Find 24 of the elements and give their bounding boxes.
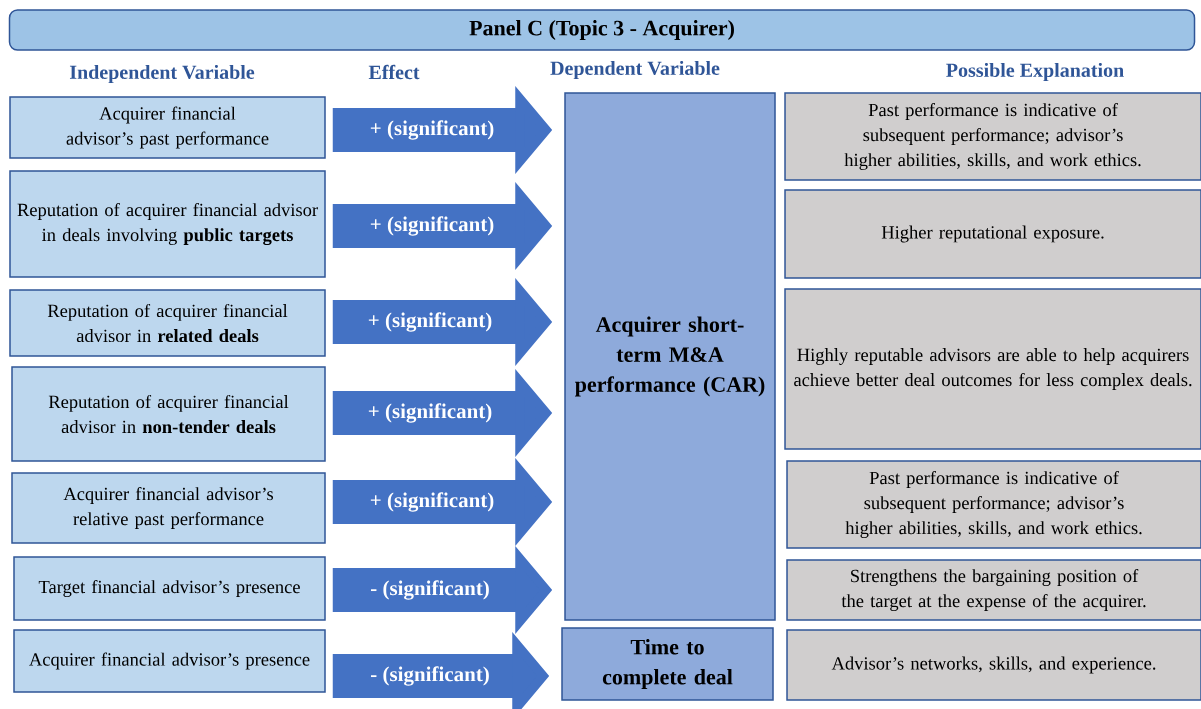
explanation-box: Past performance is indicative of subsequent performance; advisor’s higher abilities, skills, and work ethics. — [786, 460, 1201, 549]
edge-label: + (significant) — [370, 216, 494, 236]
title-band: Panel C (Topic 3 - Acquirer) — [8, 9, 1196, 51]
variable-box: Reputation of acquirer financial advisor in non-tender deals — [11, 366, 326, 462]
explanation-box: Highly reputable advisors are able to help acquirers achieve better deal outcomes for less complex deals. — [784, 288, 1201, 450]
variable-box: Acquirer financial advisor’s relative past performance — [11, 472, 326, 544]
dependent-variable-box: Acquirer short-term M&A performance (CAR) — [564, 92, 776, 621]
variable-box: Acquirer financial advisor’s past performance — [9, 96, 326, 159]
variable-box: Reputation of acquirer financial advisor in related deals — [9, 289, 326, 357]
explanation-box: Higher reputational exposure. — [784, 189, 1201, 279]
column-heading: Effect — [368, 64, 420, 80]
explanation-box: Advisor’s networks, skills, and experience. — [786, 629, 1201, 701]
variable-box: Acquirer financial advisor’s presence — [13, 629, 326, 693]
dependent-variable-box: Time to complete deal — [561, 627, 774, 701]
explanation-box: Strengthens the bargaining position of the target at the expense of the acquirer. — [786, 559, 1201, 621]
variable-box: Target financial advisor’s presence — [13, 556, 326, 621]
edge-label: - (significant) — [371, 666, 489, 686]
edge-label: + (significant) — [368, 312, 492, 332]
edge-label: + (significant) — [368, 403, 492, 423]
edge-label: + (significant) — [370, 492, 494, 512]
variable-box: Reputation of acquirer financial advisor in deals involving public targets — [9, 170, 326, 278]
explanation-box: Past performance is indicative of subsequent performance; advisor’s higher abilities, skills, and work ethics. — [784, 92, 1201, 181]
edge-label: + (significant) — [370, 120, 494, 140]
edge-label: - (significant) — [371, 580, 489, 600]
